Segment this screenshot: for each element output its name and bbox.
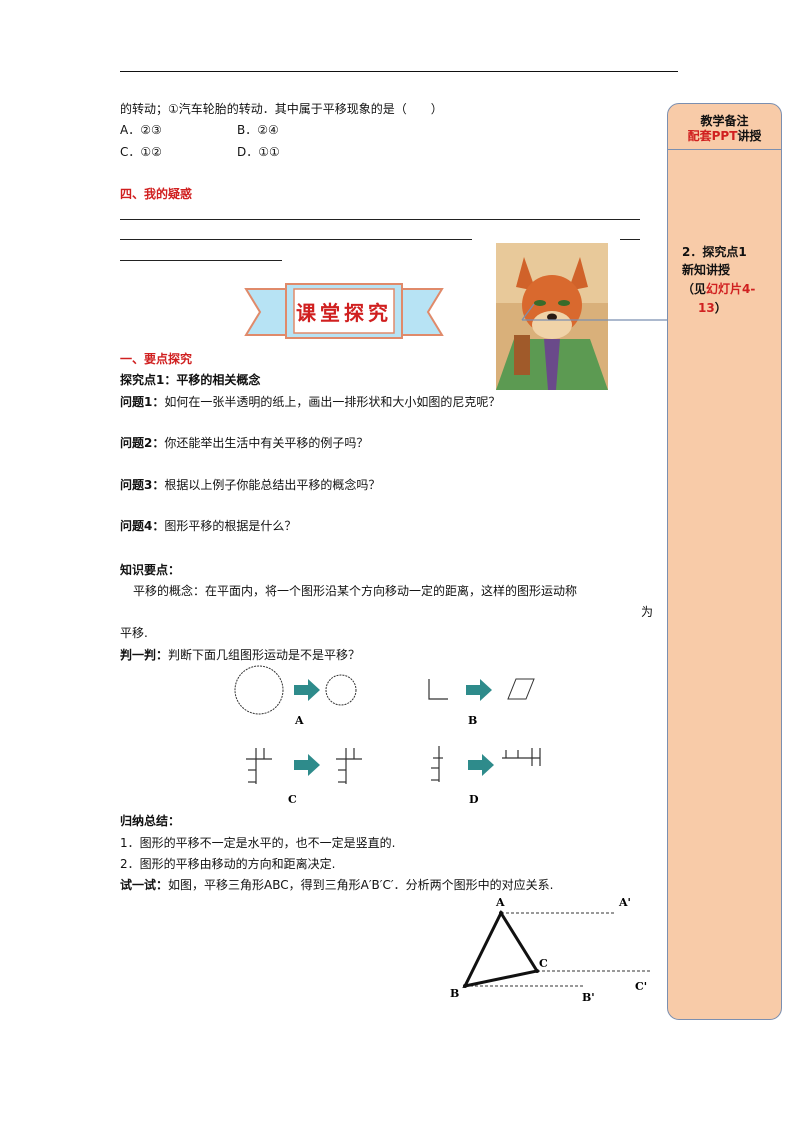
option-d: D．①① — [237, 145, 280, 159]
knowledge-line-2: 平移. — [120, 626, 148, 640]
point-c-prime-label: C' — [635, 980, 647, 993]
section-banner: 课堂探究 — [244, 283, 444, 339]
option-c: C．①② — [120, 145, 162, 159]
question-3-text: 根据以上例子你能总结出平移的概念吗？ — [164, 478, 381, 492]
question-2-text: 你还能举出生活中有关平移的例子吗？ — [164, 436, 369, 450]
knowledge-line-1: 平移的概念：在平面内，将一个图形沿某个方向移动一定的距离，这样的图形运动称 — [133, 584, 578, 598]
figure-b-arrow-icon — [466, 679, 492, 701]
judge-label: 判一判： — [120, 648, 169, 662]
summary-item-2: 2．图形的平移由移动的方向和距离决定. — [120, 857, 336, 871]
figure-a-label: A — [294, 714, 304, 727]
question-4-text: 图形平移的根据是什么？ — [164, 519, 297, 533]
sidebar-subtitle: 配套PPT讲授 — [687, 129, 762, 143]
figure-d-shape-left — [431, 746, 443, 782]
question-2-label: 问题2： — [120, 436, 165, 450]
judge-text: 判断下面几组图形运动是不是平移？ — [168, 648, 361, 662]
sidebar-title: 教学备注 — [700, 114, 749, 128]
question-3-label: 问题3： — [120, 478, 165, 492]
try-line: 试一试：如图，平移三角形ABC，得到三角形A′B′C′．分析两个图形中的对应关系… — [120, 877, 553, 893]
point-c-label: C — [539, 957, 548, 970]
sidebar-note-line-3: （见幻灯片4- — [682, 282, 756, 296]
knowledge-line-1-end: 为 — [641, 605, 654, 619]
callout-connector — [521, 303, 668, 321]
option-b: B．②④ — [237, 123, 279, 137]
teaching-notes-sidebar: 教学备注 配套PPT讲授 2．探究点1 新知讲授 （见幻灯片4- 13） — [667, 103, 782, 1020]
figure-d-label: D — [469, 793, 479, 806]
question-2: 问题2：你还能举出生活中有关平移的例子吗？ — [120, 435, 368, 451]
header-rule — [120, 71, 678, 72]
doubts-heading: 四、我的疑惑 — [120, 187, 193, 201]
figure-c-shape-left — [246, 748, 272, 784]
sidebar-header: 教学备注 配套PPT讲授 — [668, 104, 781, 150]
knowledge-heading: 知识要点： — [120, 563, 181, 577]
figure-a-arrow-icon — [294, 679, 320, 701]
blank-line-3 — [620, 239, 640, 240]
blank-line-1 — [120, 219, 640, 220]
question-1: 问题1：如何在一张半透明的纸上，画出一排形状和大小如图的尼克呢？ — [120, 394, 500, 410]
figure-b-angle — [428, 679, 448, 700]
banner-text: 课堂探究 — [296, 301, 392, 325]
figure-c-label: C — [288, 793, 297, 806]
point-b-label: B — [450, 987, 459, 1000]
figure-c-shape-right — [336, 748, 362, 784]
fox-character-image — [496, 243, 608, 390]
try-label: 试一试： — [120, 878, 169, 892]
sidebar-note-line-2: 新知讲授 — [682, 263, 731, 277]
option-a: A．②③ — [120, 123, 162, 137]
triangle-translation-figure: A C B A' C' B' — [450, 896, 650, 1004]
judge-figures: A B C D — [234, 665, 541, 806]
question-3: 问题3：根据以上例子你能总结出平移的概念吗？ — [120, 477, 380, 493]
question-1-text: 如何在一张半透明的纸上，画出一排形状和大小如图的尼克呢？ — [164, 395, 501, 409]
section1-subheading: 探究点1：平移的相关概念 — [120, 373, 261, 387]
figure-c-arrow-icon — [294, 754, 320, 776]
figure-d-arrow-icon — [468, 754, 494, 776]
summary-item-1: 1．图形的平移不一定是水平的，也不一定是竖直的. — [120, 836, 396, 850]
blank-line-4 — [120, 260, 282, 261]
question-4: 问题4：图形平移的根据是什么？ — [120, 518, 296, 534]
sidebar-note-line-1: 2．探究点1 — [682, 245, 747, 259]
point-b-prime-label: B' — [582, 991, 595, 1004]
judge-line: 判一判：判断下面几组图形运动是不是平移？ — [120, 647, 360, 663]
point-a-prime-label: A' — [618, 896, 631, 909]
figure-a-large-circle — [234, 665, 284, 715]
question-1-label: 问题1： — [120, 395, 165, 409]
blank-line-2 — [120, 239, 472, 240]
section1-heading: 一、要点探究 — [120, 352, 193, 366]
point-a-label: A — [495, 896, 505, 909]
figure-a-small-circle — [325, 674, 357, 706]
figure-b-parallelogram — [507, 678, 535, 700]
summary-heading: 归纳总结： — [120, 814, 181, 828]
try-text: 如图，平移三角形ABC，得到三角形A′B′C′．分析两个图形中的对应关系. — [168, 878, 554, 892]
triangle-abc — [462, 909, 540, 989]
question-stem: 的转动；①汽车轮胎的转动．其中属于平移现象的是（ ） — [120, 102, 443, 116]
sidebar-note-line-4: 13） — [698, 301, 727, 315]
question-4-label: 问题4： — [120, 519, 165, 533]
figure-d-shape-right — [502, 748, 541, 766]
figure-b-label: B — [468, 714, 477, 727]
